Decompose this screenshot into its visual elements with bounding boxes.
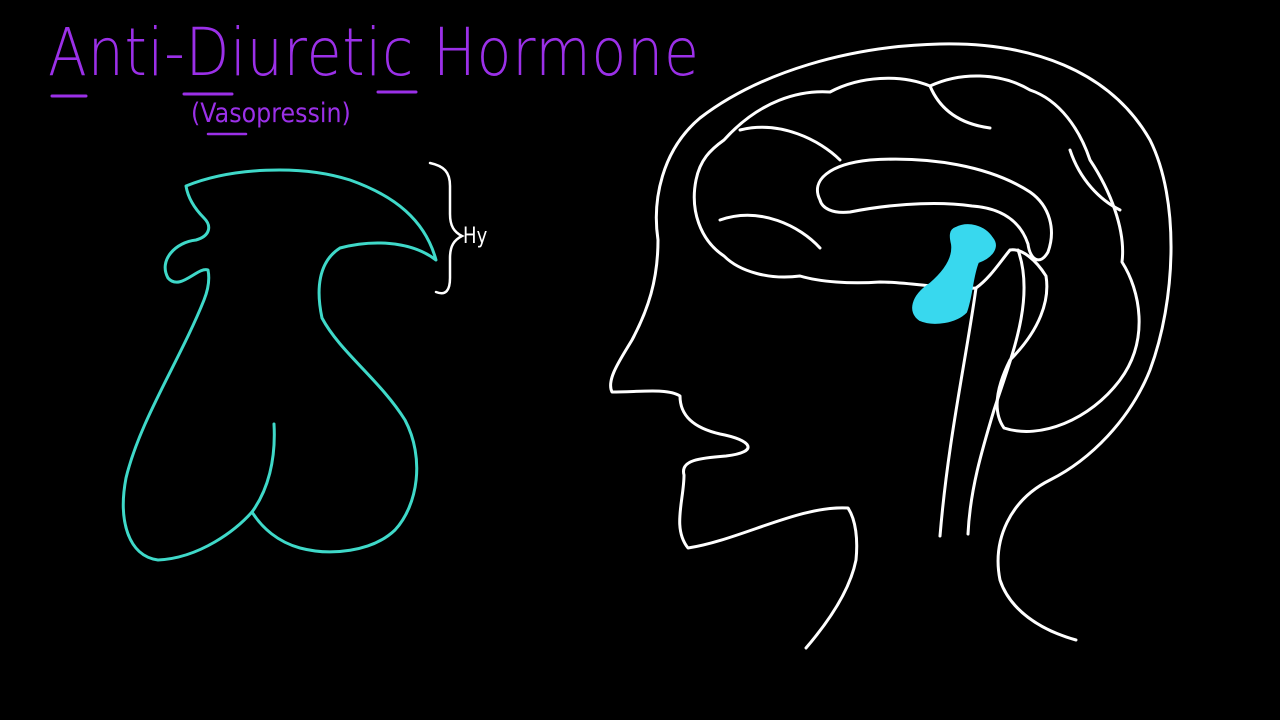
hypothalamus-label: Hy [463,224,488,249]
fold-line-3 [928,84,992,130]
brace-icon [428,161,465,295]
corpus-callosum [816,157,1053,262]
head-outline [609,42,1173,650]
fold-line-2 [738,125,842,162]
brainstem-right [966,248,1026,536]
brain-outline [692,74,1141,433]
gland-outline [121,168,438,562]
gland-center-line [250,422,276,514]
lesson-subtitle: (Vasopressin) [191,98,351,129]
pituitary-highlight [912,224,996,324]
fold-line-4 [1068,148,1122,212]
fold-line-1 [718,213,822,250]
lesson-title: Anti-Diuretic Hormone [48,14,700,91]
brainstem-left [938,286,978,538]
